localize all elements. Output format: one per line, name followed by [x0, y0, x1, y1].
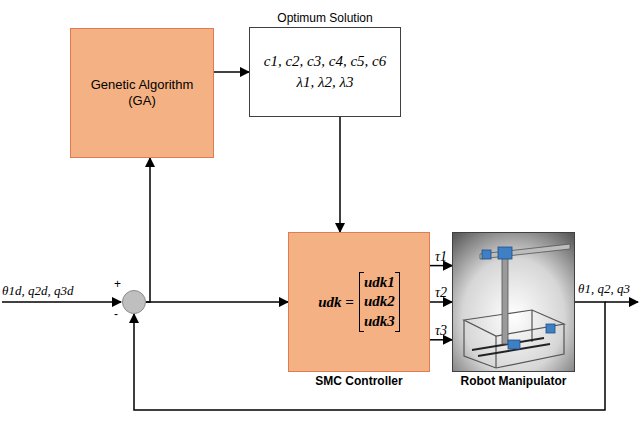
- torque-label: τ3: [435, 323, 447, 339]
- robot-box: Robot Manipulator: [452, 232, 575, 372]
- connector: [146, 158, 150, 302]
- box-label: Genetic Algorithm (GA): [71, 77, 213, 110]
- signal-name: θ1d, q2d, q3d: [2, 283, 73, 299]
- connector: [339, 117, 341, 232]
- frame-top: [464, 310, 564, 336]
- control-law: udk = udk1udk2udk3: [318, 272, 399, 333]
- base-motor: [546, 324, 555, 333]
- connector: [214, 71, 249, 73]
- parameter-list: c1, c2, c3, c4, c5, c6 λ1, λ2, λ3: [258, 51, 392, 93]
- vector-entry: udk2: [364, 292, 395, 312]
- control-symbol: udk =: [318, 294, 354, 311]
- connector: [430, 339, 452, 341]
- solution-box: Optimum Solutionc1, c2, c3, c4, c5, c6 λ…: [249, 27, 401, 117]
- robot-arm: [480, 244, 570, 259]
- plus-sign: +: [114, 278, 121, 290]
- base-carriage: [508, 340, 520, 349]
- signal-name: θ1, q2, q3: [578, 281, 630, 297]
- torque-label: τ1: [435, 249, 447, 265]
- vector-entry: udk3: [364, 312, 395, 332]
- arm-joint: [498, 247, 512, 259]
- box-heading: Optimum Solution: [277, 11, 372, 25]
- minus-sign: -: [114, 308, 118, 320]
- summing-junction: +-: [122, 290, 146, 314]
- frame-legs: [496, 310, 532, 368]
- robot-frame: [464, 310, 564, 368]
- input-arrow: [2, 301, 121, 303]
- box-heading: Robot Manipulator: [461, 374, 567, 388]
- robot-column: [502, 258, 508, 344]
- control-vector: udk1udk2udk3: [359, 272, 400, 333]
- frame-sides: [464, 320, 564, 368]
- connector: [430, 265, 452, 267]
- output-arrow: [605, 301, 638, 303]
- connector: [430, 301, 452, 303]
- vector-entry: udk1: [364, 273, 395, 293]
- controller-box: SMC Controllerudk =udk1udk2udk3: [288, 232, 430, 372]
- robot-illustration: [452, 232, 575, 372]
- arm-motor: [482, 250, 491, 259]
- process-box: Genetic Algorithm (GA): [70, 28, 214, 158]
- base-rails: [472, 338, 550, 356]
- box-heading: SMC Controller: [315, 374, 402, 388]
- torque-label: τ2: [435, 285, 447, 301]
- connector: [146, 301, 288, 303]
- robot-background: [452, 232, 575, 372]
